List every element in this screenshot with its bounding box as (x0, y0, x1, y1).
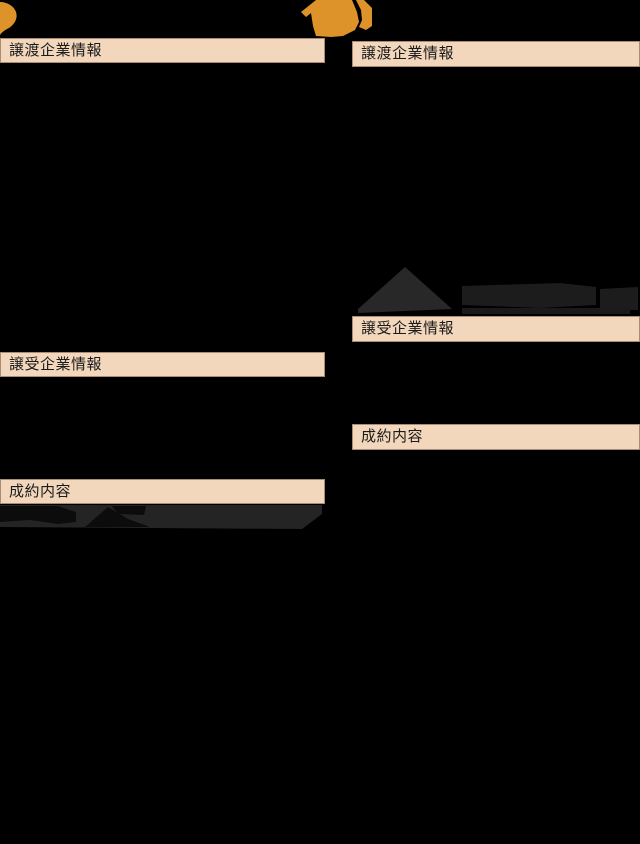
mountain-silhouette-icon (358, 267, 452, 313)
orange-ribbon-fragment-center-icon (301, 0, 359, 37)
photo-strip-mountain-silhouette (85, 507, 150, 527)
logo-baseline-silhouette (462, 308, 630, 314)
logo-text-silhouette-2 (600, 287, 638, 310)
orange-ribbon-fragment-left-icon (0, 2, 17, 35)
photo-strip-text-silhouette (0, 506, 76, 524)
photo-strip-silhouette (0, 505, 322, 529)
section-header-transferor-right: 譲渡企業情報 (352, 41, 640, 67)
section-header-deal-right: 成約内容 (352, 424, 640, 450)
logo-text-silhouette (462, 283, 596, 308)
section-header-deal-left: 成約内容 (0, 479, 325, 504)
section-header-transferor-left: 譲渡企業情報 (0, 38, 325, 63)
orange-ribbon-fragment-center2-icon (356, 0, 372, 30)
section-header-transferee-left: 譲受企業情報 (0, 352, 325, 377)
section-header-transferee-right: 譲受企業情報 (352, 316, 640, 342)
photo-strip-mark-silhouette (112, 506, 146, 515)
